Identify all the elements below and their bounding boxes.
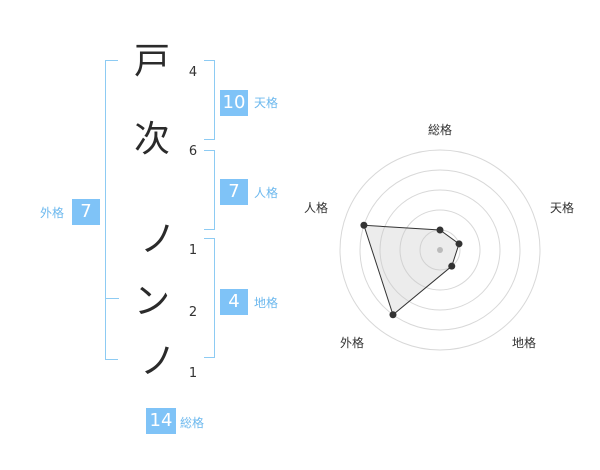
radar-center [437,247,443,253]
name-char-5: ノ [139,341,176,382]
tenkaku-bracket [204,60,215,140]
radar-label-soukaku: 総格 [427,123,452,137]
stroke-count-3: 1 [188,243,198,258]
gaikaku-label: 外格 [40,206,65,220]
radar-label-jinkaku: 人格 [303,201,328,215]
name-char-1: 戸 [133,41,170,82]
radar-point-4 [389,311,397,319]
chikaku-value: 4 [220,289,248,315]
radar-label-chikaku: 地格 [511,336,536,350]
radar-label-tenkaku: 天格 [549,201,574,215]
name-char-4: ン [133,281,170,322]
name-char-3: ノ [139,219,176,260]
gaikaku-bracket [105,60,118,360]
radar-point-3 [448,262,456,270]
radar-label-gaikaku: 外格 [339,336,364,350]
jinkaku-bracket [204,150,215,230]
stroke-count-5: 1 [188,366,198,381]
radar-series-area [363,224,460,316]
jinkaku-value: 7 [220,179,248,205]
stroke-count-2: 6 [188,144,198,159]
stroke-count-4: 2 [188,305,198,320]
gaikaku-value: 7 [72,199,100,225]
gaikaku-bracket-divider [105,298,119,299]
tenkaku-value: 10 [220,90,248,116]
soukaku-value: 14 [146,408,176,434]
radar-point-2 [455,240,463,248]
chikaku-bracket [204,238,215,358]
jinkaku-label: 人格 [254,186,279,200]
chikaku-label: 地格 [254,296,279,310]
name-char-2: 次 [133,119,170,160]
soukaku-label: 総格 [180,416,205,430]
tenkaku-label: 天格 [254,96,279,110]
radar-chart [339,149,541,351]
radar-point-1 [436,226,444,234]
radar-point-5 [360,221,368,229]
stroke-count-1: 4 [188,65,198,80]
